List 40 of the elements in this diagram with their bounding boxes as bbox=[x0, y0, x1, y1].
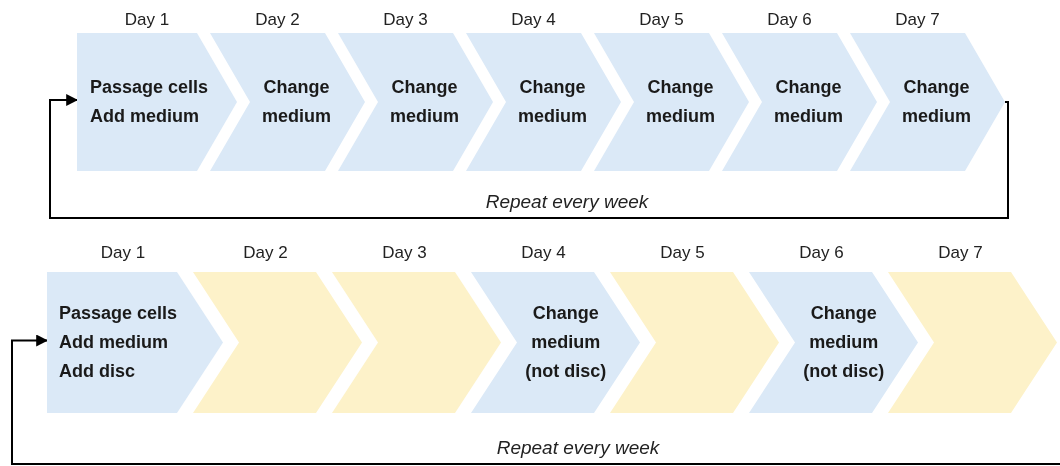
day-label: Day 1 bbox=[100, 243, 146, 263]
step-text: Change medium (not disc) bbox=[524, 302, 608, 383]
chevron-step bbox=[594, 33, 749, 171]
chevron-step bbox=[749, 272, 918, 413]
day-label: Day 7 bbox=[895, 10, 940, 30]
chevron-step bbox=[338, 33, 493, 171]
step-text: Change medium bbox=[645, 76, 716, 128]
step-text: Change medium bbox=[261, 76, 332, 128]
day-label: Day 1 bbox=[124, 10, 170, 30]
chevron-step bbox=[471, 272, 640, 413]
chevron-step bbox=[210, 33, 365, 171]
chevron-step bbox=[850, 33, 1005, 171]
chevron-step bbox=[466, 33, 621, 171]
day-label: Day 4 bbox=[521, 243, 566, 263]
day-label: Day 7 bbox=[938, 243, 983, 263]
day-label: Day 4 bbox=[511, 10, 556, 30]
chevron-step bbox=[610, 272, 779, 413]
chevron-step bbox=[77, 33, 237, 171]
step-text: Passage cells Add medium bbox=[90, 76, 210, 128]
chevron-step bbox=[47, 272, 223, 413]
chevron-step bbox=[722, 33, 877, 171]
step-text: Change medium bbox=[517, 76, 588, 128]
step-text: Change medium (not disc) bbox=[802, 302, 886, 383]
step-text: Passage cells Add medium Add disc bbox=[59, 302, 179, 383]
day-label: Day 3 bbox=[383, 10, 428, 30]
day-label: Day 2 bbox=[255, 10, 300, 30]
loop-arrow bbox=[11, 334, 1060, 465]
chevron-step bbox=[888, 272, 1057, 413]
loop-arrow bbox=[49, 94, 1009, 219]
step-text: Change medium bbox=[389, 76, 460, 128]
chevron-step bbox=[332, 272, 501, 413]
day-label: Day 5 bbox=[639, 10, 684, 30]
day-label: Day 3 bbox=[382, 243, 427, 263]
step-text: Change medium bbox=[901, 76, 972, 128]
chevron-step bbox=[193, 272, 362, 413]
day-label: Day 5 bbox=[660, 243, 705, 263]
step-text: Change medium bbox=[773, 76, 844, 128]
day-label: Day 6 bbox=[799, 243, 844, 263]
day-label: Day 6 bbox=[767, 10, 812, 30]
day-label: Day 2 bbox=[243, 243, 288, 263]
